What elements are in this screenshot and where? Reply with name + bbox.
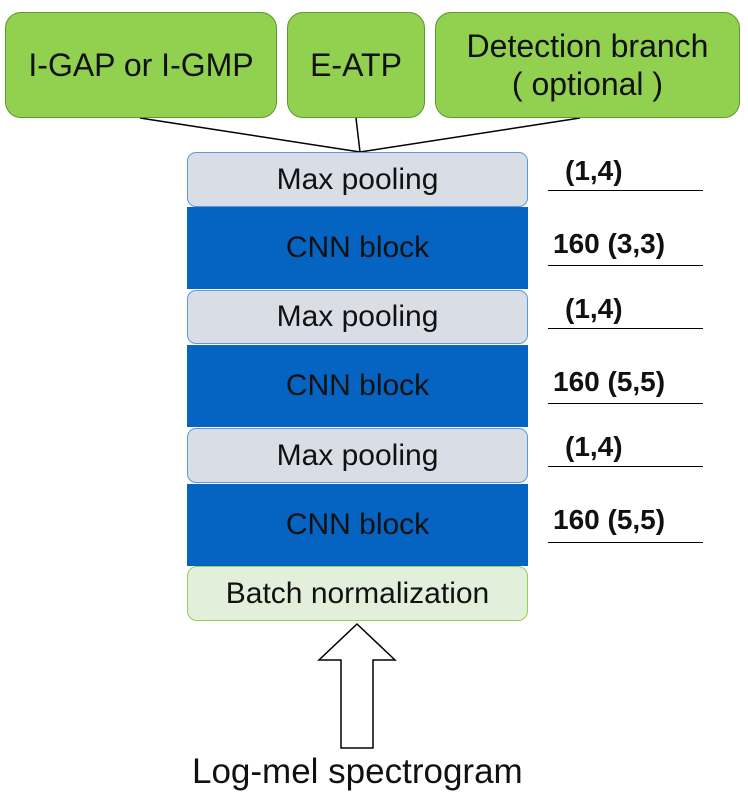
param-rule [548,542,703,543]
param-label-cnn-1: 160 (3,3) [553,228,666,259]
layer-max-pooling-3: Max pooling [187,428,528,483]
param-label-cnn-2: 160 (5,5) [553,366,666,397]
connector-head-3 [359,117,581,153]
param-rule [548,403,703,404]
layer-max-pooling-2: Max pooling [187,290,528,344]
layer-batch-normalization: Batch normalization [187,566,528,621]
layer-cnn-block-3: CNN block [187,484,528,566]
layer-label: Batch normalization [225,576,490,610]
up-arrow-icon [317,622,397,749]
layer-cnn-block-2: CNN block [187,345,528,427]
head-box-label: Detection branch [466,27,709,64]
layer-label: CNN block [285,508,430,541]
param-rule [548,265,703,266]
head-box-sublabel: ( optional ) [511,66,664,102]
param-label-pool-2: (1,4) [565,293,623,324]
head-box-label: E-ATP [310,46,402,83]
param-label-cnn-3: 160 (5,5) [553,504,666,535]
layer-label: Max pooling [276,438,439,472]
connector-head-2 [355,117,361,153]
param-rule [548,328,703,329]
param-label-pool-1: (1,4) [565,155,623,186]
param-rule [548,190,703,191]
head-box-detection-branch: Detection branch ( optional ) [435,12,740,118]
layer-label: Max pooling [276,162,439,196]
param-rule [548,466,703,467]
head-box-igap-igmp: I-GAP or I-GMP [5,12,277,118]
input-caption: Log-mel spectrogram [192,752,523,791]
layer-label: CNN block [285,369,430,402]
head-box-label: I-GAP or I-GMP [28,46,254,83]
layer-label: CNN block [285,231,430,264]
layer-cnn-block-1: CNN block [187,207,528,289]
layer-max-pooling-1: Max pooling [187,152,528,207]
param-label-pool-3: (1,4) [565,431,623,462]
connector-head-1 [139,117,361,153]
layer-label: Max pooling [276,300,439,333]
head-box-eatp: E-ATP [287,12,425,118]
